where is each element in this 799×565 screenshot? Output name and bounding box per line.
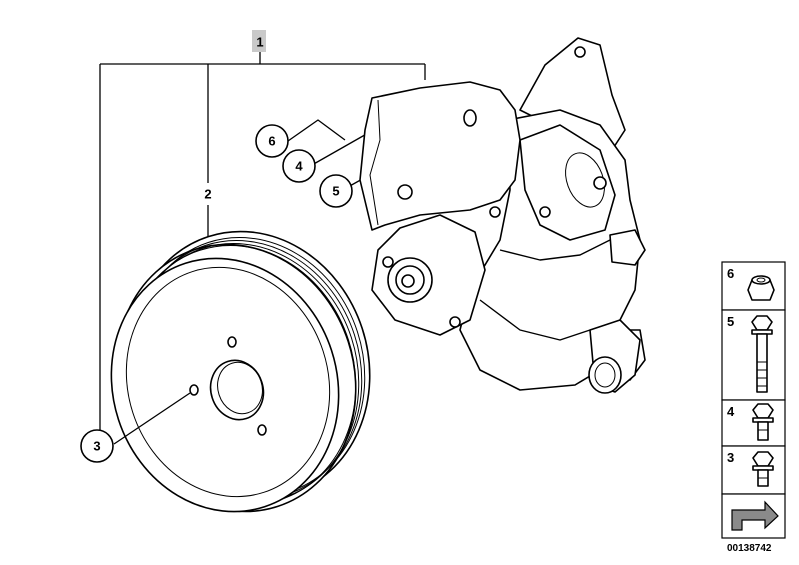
assembly-bracket <box>99 30 426 430</box>
small-bolt-icon <box>752 451 774 487</box>
legend-label-3: 3 <box>727 450 734 465</box>
fastener-legend: 6 5 4 3 <box>721 261 786 539</box>
callout-3-label: 3 <box>93 439 100 454</box>
callout-6-label: 6 <box>268 134 275 149</box>
diagram-reference-code: 00138742 <box>727 543 772 554</box>
long-bolt-icon <box>751 315 773 393</box>
pulley-label: 2 <box>204 187 211 202</box>
pulley-drawing <box>110 230 371 513</box>
callout-6: 6 <box>255 124 289 158</box>
legend-label-6: 6 <box>727 266 734 281</box>
callout-4: 4 <box>282 149 316 183</box>
callout-3: 3 <box>80 429 114 463</box>
legend-label-5: 5 <box>727 314 734 329</box>
hex-nut-icon <box>747 275 775 301</box>
return-arrow-icon <box>731 500 779 531</box>
pump-drawing <box>359 37 646 394</box>
short-bolt-icon <box>752 403 774 441</box>
callout-5: 5 <box>319 174 353 208</box>
legend-label-4: 4 <box>727 404 735 419</box>
callout-5-label: 5 <box>332 184 339 199</box>
callout-4-label: 4 <box>295 159 303 174</box>
assembly-label: 1 <box>256 35 263 50</box>
